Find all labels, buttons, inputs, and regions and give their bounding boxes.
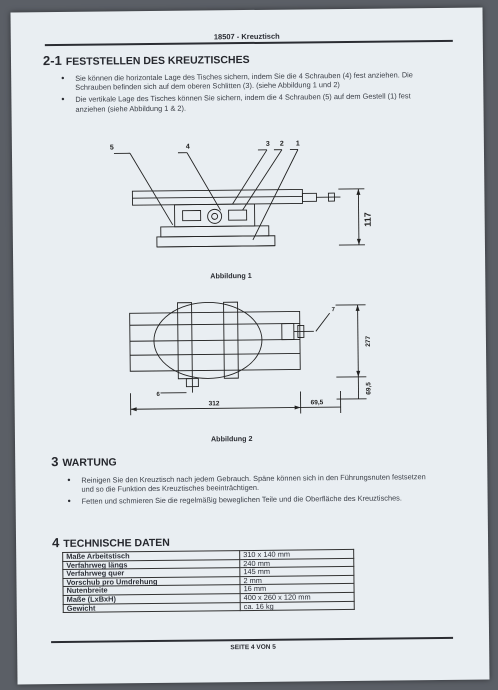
- figure-2-drawing: 7 6 312 69,5 277 69,5: [129, 301, 373, 416]
- dimension-label: 277: [365, 335, 372, 346]
- bullet-item: Sie können die horizontale Lage des Tisc…: [59, 70, 419, 92]
- callout-label: 1: [296, 140, 300, 147]
- section-title: WARTUNG: [62, 456, 117, 469]
- callout-label: 7: [332, 307, 336, 313]
- spec-value: ca. 16 kg: [240, 600, 355, 611]
- bullet-item: Reinigen Sie den Kreuztisch nach jedem G…: [65, 472, 435, 494]
- callout-label: 4: [186, 144, 190, 151]
- page-footer: SEITE 4 VON 5: [230, 643, 276, 652]
- dimension-label: 69,5: [311, 399, 324, 406]
- dimension-label: 117: [363, 212, 373, 227]
- callout-label: 5: [110, 144, 114, 151]
- bullet-item: Fetten und schmieren Sie die regelmäßig …: [66, 493, 436, 506]
- figure-1-caption: Abbildung 1: [210, 270, 252, 281]
- section-title: TECHNISCHE DATEN: [63, 536, 170, 550]
- dimension-label: 69,5: [365, 382, 372, 395]
- section-title: FESTSTELLEN DES KREUZTISCHES: [65, 53, 250, 68]
- callout-label: 3: [266, 141, 270, 148]
- section-number: 4: [51, 535, 60, 551]
- spec-label: Gewicht: [63, 602, 241, 613]
- callout-label: 2: [280, 141, 284, 148]
- section-number: 3: [51, 454, 59, 470]
- figure-1-drawing: 5 4 3 2 1 117: [110, 140, 373, 248]
- dimension-label: 312: [209, 400, 220, 407]
- wartung-bullets: Reinigen Sie den Kreuztisch nach jedem G…: [65, 472, 435, 509]
- callout-label: 6: [156, 392, 160, 398]
- section-number: 2-1: [42, 52, 62, 69]
- feststellen-bullets: Sie können die horizontale Lage des Tisc…: [59, 70, 419, 117]
- bullet-item: Die vertikale Lage des Tisches können Si…: [59, 92, 419, 114]
- figure-2-caption: Abbildung 2: [210, 433, 253, 444]
